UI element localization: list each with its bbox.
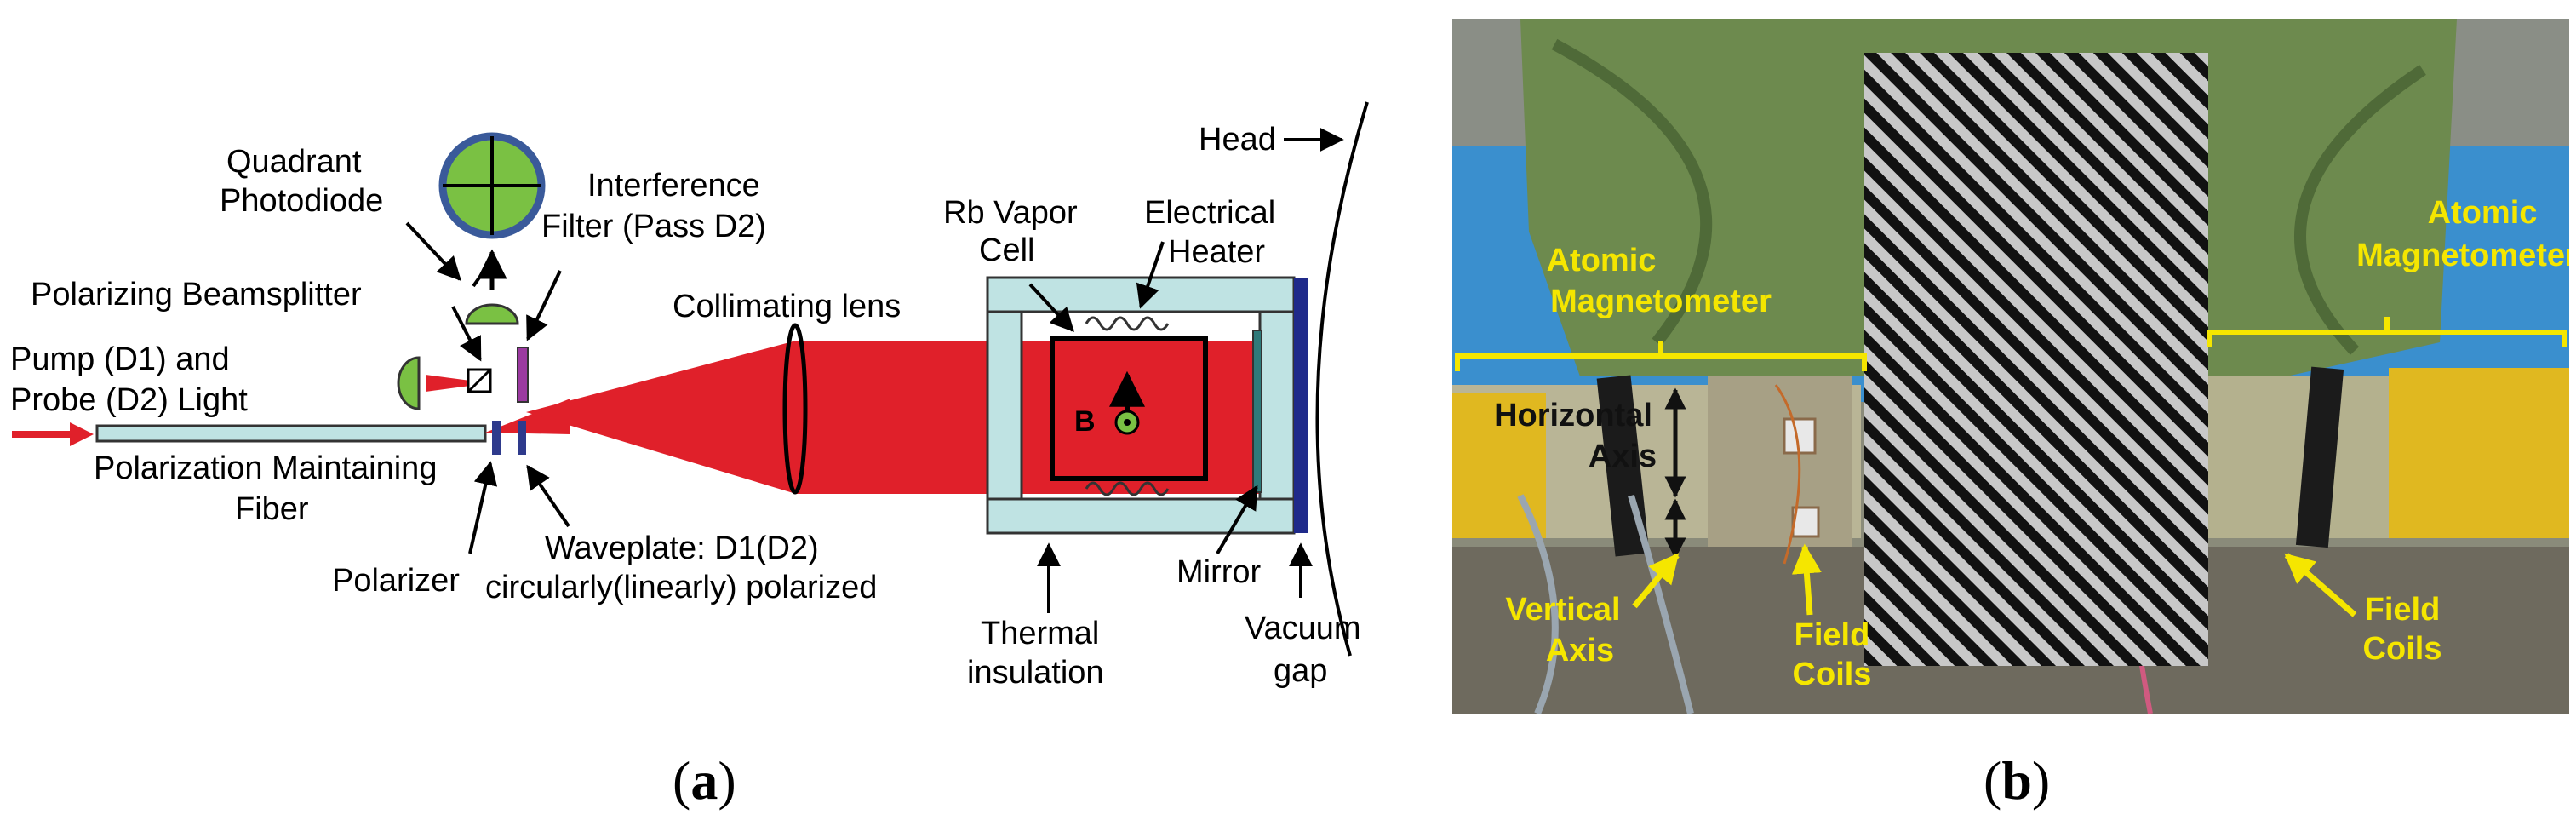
- caption-b: (b): [1984, 750, 2051, 811]
- label-coils-left-1: Field: [1795, 617, 1870, 653]
- label-mirror: Mirror: [1176, 554, 1262, 590]
- polarizer: [492, 421, 501, 455]
- head-outline: [1315, 101, 1369, 657]
- label-heater-1: Electrical: [1144, 195, 1275, 231]
- polarization-maintaining-fiber: [95, 424, 487, 443]
- label-am-right-2: Magnetometer: [2356, 238, 2569, 273]
- rb-vapor-cell: [1050, 336, 1208, 481]
- label-collimating-lens: Collimating lens: [673, 289, 901, 324]
- label-horizontal-2: Axis: [1589, 439, 1657, 474]
- label-thermal-1: Thermal: [981, 616, 1099, 651]
- beam-to-side-detector: [426, 375, 477, 392]
- label-vacuum-2: gap: [1274, 653, 1327, 689]
- electrical-heater-bottom-icon: [1085, 481, 1170, 496]
- label-interference-1: Interference: [587, 168, 760, 204]
- label-quadrant-1: Quadrant: [226, 144, 362, 180]
- caption-a: (a): [673, 750, 736, 811]
- label-heater-2: Heater: [1168, 234, 1265, 270]
- label-head: Head: [1199, 122, 1276, 158]
- label-vacuum-1: Vacuum: [1245, 611, 1361, 646]
- polarizing-beamsplitter: [467, 368, 492, 393]
- left-magnetometer-bracket: [1455, 341, 1867, 371]
- side-photodetector-icon: [397, 356, 421, 410]
- label-vertical-2: Axis: [1546, 633, 1614, 668]
- label-waveplate-1: Waveplate: D1(D2): [545, 531, 819, 566]
- privacy-mask: [1864, 53, 2208, 666]
- right-magnetometer-bracket: [2207, 317, 2567, 347]
- label-coils-right-2: Coils: [2363, 631, 2442, 667]
- label-horizontal-1: Horizontal: [1494, 398, 1652, 433]
- label-waveplate-2: circularly(linearly) polarized: [485, 570, 877, 605]
- label-pump-2: Probe (D2) Light: [10, 382, 248, 418]
- inner-wall: [1258, 310, 1296, 501]
- label-rb-2: Cell: [979, 232, 1034, 268]
- electrical-heater-top-icon: [1085, 316, 1170, 331]
- waveplate: [518, 421, 526, 455]
- top-photodetector-icon: [465, 303, 519, 325]
- mirror: [1252, 330, 1262, 493]
- label-coils-left-2: Coils: [1793, 657, 1872, 692]
- label-vertical-1: Vertical: [1505, 592, 1620, 628]
- collimating-lens: [782, 323, 808, 495]
- label-am-left-2: Magnetometer: [1550, 284, 1772, 319]
- b-field-label: B: [1074, 405, 1096, 438]
- collimated-beam: [796, 341, 1260, 494]
- expanding-beam: [526, 341, 796, 494]
- vacuum-gap-plate: [1294, 278, 1308, 533]
- label-polarizer: Polarizer: [332, 563, 460, 599]
- interference-filter: [517, 347, 529, 403]
- input-light-arrow: [12, 422, 94, 446]
- label-quadrant-2: Photodiode: [220, 183, 383, 219]
- label-thermal-2: insulation: [967, 655, 1104, 691]
- panel-b-photo: Atomic Magnetometer Atomic Magnetometer …: [1452, 19, 2569, 714]
- label-interference-2: Filter (Pass D2): [541, 209, 766, 244]
- label-am-right-1: Atomic: [2428, 195, 2538, 231]
- label-coils-right-1: Field: [2365, 592, 2441, 628]
- caption-b-letter: b: [2001, 750, 2032, 811]
- panel-a-schematic: B Quadrant Photodiode Interference Filte…: [0, 0, 1413, 749]
- label-pmf-1: Polarization Maintaining: [94, 450, 437, 486]
- quadrant-photodiode-icon: [438, 132, 546, 239]
- label-rb-1: Rb Vapor: [943, 195, 1078, 231]
- label-am-left-1: Atomic: [1547, 243, 1657, 278]
- label-polarizing-beamsplitter: Polarizing Beamsplitter: [31, 277, 362, 313]
- label-pump-1: Pump (D1) and: [10, 341, 230, 377]
- label-pmf-2: Fiber: [235, 491, 309, 527]
- caption-a-letter: a: [690, 750, 718, 811]
